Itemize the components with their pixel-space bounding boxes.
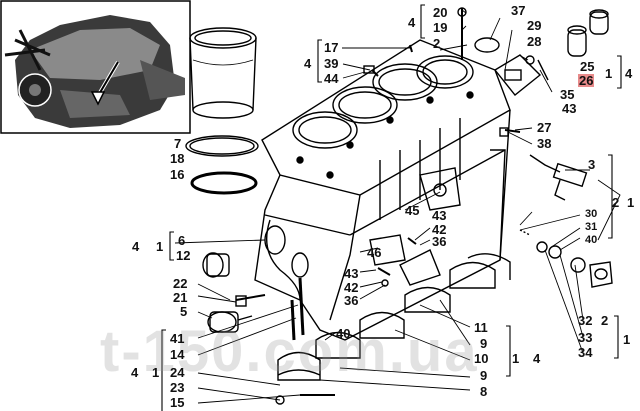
callout-36-b: 36 [344,293,359,308]
leader-lines [174,9,621,404]
callout-6: 6 [178,233,186,248]
liner-seal-ring-16 [190,171,258,195]
bushing-6 [202,252,230,278]
cover-29 [493,54,542,96]
callout-4-d: 4 [132,239,140,254]
callout-12: 12 [176,248,191,263]
bushing-26 [589,9,609,35]
callout-7: 7 [174,136,182,151]
callout-9-b: 9 [480,368,488,383]
callout-14: 14 [170,347,185,362]
callout-11: 11 [474,320,488,335]
callout-18: 18 [170,151,185,166]
callout-2-c: 2 [601,313,609,328]
callout-44: 44 [324,71,339,86]
callout-27: 27 [537,120,552,135]
callout-39: 39 [324,56,339,71]
callout-38: 38 [537,136,552,151]
callout-1-c: 1 [156,239,164,254]
callout-37: 37 [511,3,526,18]
callout-19: 19 [433,20,448,35]
callout-1-e: 1 [512,351,520,366]
cylinder-liner [189,27,257,119]
callout-1-f: 1 [152,365,160,380]
callout-10: 10 [474,351,489,366]
callout-4-c: 4 [304,56,312,71]
callout-34: 34 [578,345,593,360]
callout-4-b: 4 [625,66,633,81]
callout-43-b: 43 [432,208,447,223]
callout-16: 16 [170,167,185,182]
callout-2-a: 2 [433,36,441,51]
callout-45: 45 [405,203,420,218]
liner-seal-ring-18 [185,135,259,157]
callout-43-a: 43 [562,101,577,116]
group-brackets [161,4,622,411]
callout-43-c: 43 [344,266,359,281]
callout-42-b: 42 [344,280,359,295]
callout-4-group-a: 4 [408,15,416,30]
callout-24: 24 [170,365,185,380]
plug-37 [474,37,500,53]
callout-26-highlighted: 26 [578,73,595,88]
callout-1-b: 1 [627,195,635,210]
callout-28: 28 [527,34,542,49]
callout-40-a: 40 [585,234,598,246]
callout-1-a: 1 [605,66,613,81]
sensor-3 [529,154,588,201]
callout-15: 15 [170,395,185,410]
main-bearing-caps [277,253,511,381]
callout-8: 8 [480,384,488,399]
callout-9-a: 9 [480,336,488,351]
engine-inset-image [0,0,191,134]
watermark: t-150.com.ua [100,319,479,384]
callout-32: 32 [578,313,593,328]
callout-46: 46 [367,245,382,260]
bushing-25 [567,25,587,57]
callout-3: 3 [588,157,596,172]
callout-22: 22 [173,276,188,291]
washer-28 [525,55,535,65]
callout-40-b: 40 [336,326,351,341]
callout-4-e: 4 [533,351,541,366]
callout-25: 25 [580,59,595,74]
bolt-21 [235,294,266,307]
callout-4-f: 4 [131,365,139,380]
callout-1-d: 1 [623,332,631,347]
callout-31: 31 [585,221,598,233]
callout-42-a: 42 [432,222,447,237]
stud-41 [298,277,305,336]
callout-33: 33 [578,330,593,345]
fitting-5 [207,311,253,333]
drain-plug-32 [589,261,613,288]
callout-41: 41 [170,331,185,346]
callout-5: 5 [180,304,188,319]
callout-23: 23 [170,380,185,395]
callout-30: 30 [585,208,598,220]
callout-29: 29 [527,18,542,33]
callout-17: 17 [324,40,339,55]
cylinder-block [254,39,511,341]
engine-parts [185,7,613,405]
callout-20: 20 [433,5,448,20]
callout-21: 21 [173,290,188,305]
callout-2-b: 2 [612,195,620,210]
callout-35: 35 [560,87,575,102]
callout-36-a: 36 [432,234,447,249]
